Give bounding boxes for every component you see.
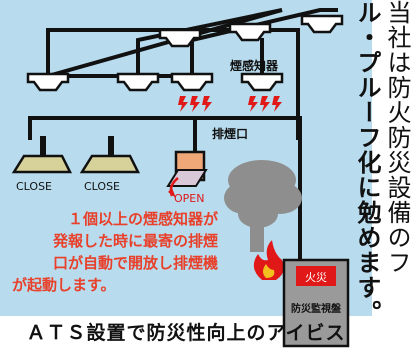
description-line: 口が自動で開放し排煙機 — [53, 254, 218, 272]
description-line: １個以上の煙感知器が — [68, 210, 219, 228]
alarm-spark-icon — [178, 96, 282, 112]
open-label: OPEN — [174, 192, 204, 205]
smoke-detector-icon — [228, 22, 272, 42]
description-line: が起動します。 — [12, 276, 116, 294]
smoke-detector-icon — [240, 72, 284, 92]
description-line: 発報した時に最寄の排煙 — [52, 232, 218, 250]
smoke-detector-icon — [170, 72, 214, 92]
smoke-cloud-icon — [224, 160, 302, 252]
alarm-label: 火災 — [305, 271, 327, 284]
sensor-label: 煙感知器 — [230, 58, 279, 73]
bottom-caption: ＡＴＳ設置で防災性向上のアイビス — [26, 322, 346, 344]
closed-vent-icon — [79, 136, 141, 174]
vertical-text-column-2: ル・プルーフ化に勉めます。 — [353, 0, 381, 325]
open-vent-icon — [166, 150, 208, 187]
smoke-detector-icon — [116, 72, 160, 92]
smoke-detector-icon — [158, 28, 202, 48]
vertical-text-column-1: 当社は防火防災設備のフ — [383, 0, 411, 275]
smoke-detector-icon — [26, 72, 70, 92]
open-arrow-head-icon — [168, 188, 176, 198]
panel-label: 防災監視盤 — [291, 302, 342, 315]
close-label-1: CLOSE — [16, 180, 52, 193]
monitoring-panel — [282, 258, 350, 348]
description: １個以上の煙感知器が 発報した時に最寄の排煙 口が自動で開放し排煙機 が起動しま… — [12, 210, 219, 294]
flame-icon — [253, 240, 284, 280]
smoke-detector-icon — [300, 14, 344, 34]
closed-vent-icon — [11, 136, 73, 174]
close-label-2: CLOSE — [84, 180, 120, 193]
exhaust-label: 排煙口 — [212, 126, 248, 141]
